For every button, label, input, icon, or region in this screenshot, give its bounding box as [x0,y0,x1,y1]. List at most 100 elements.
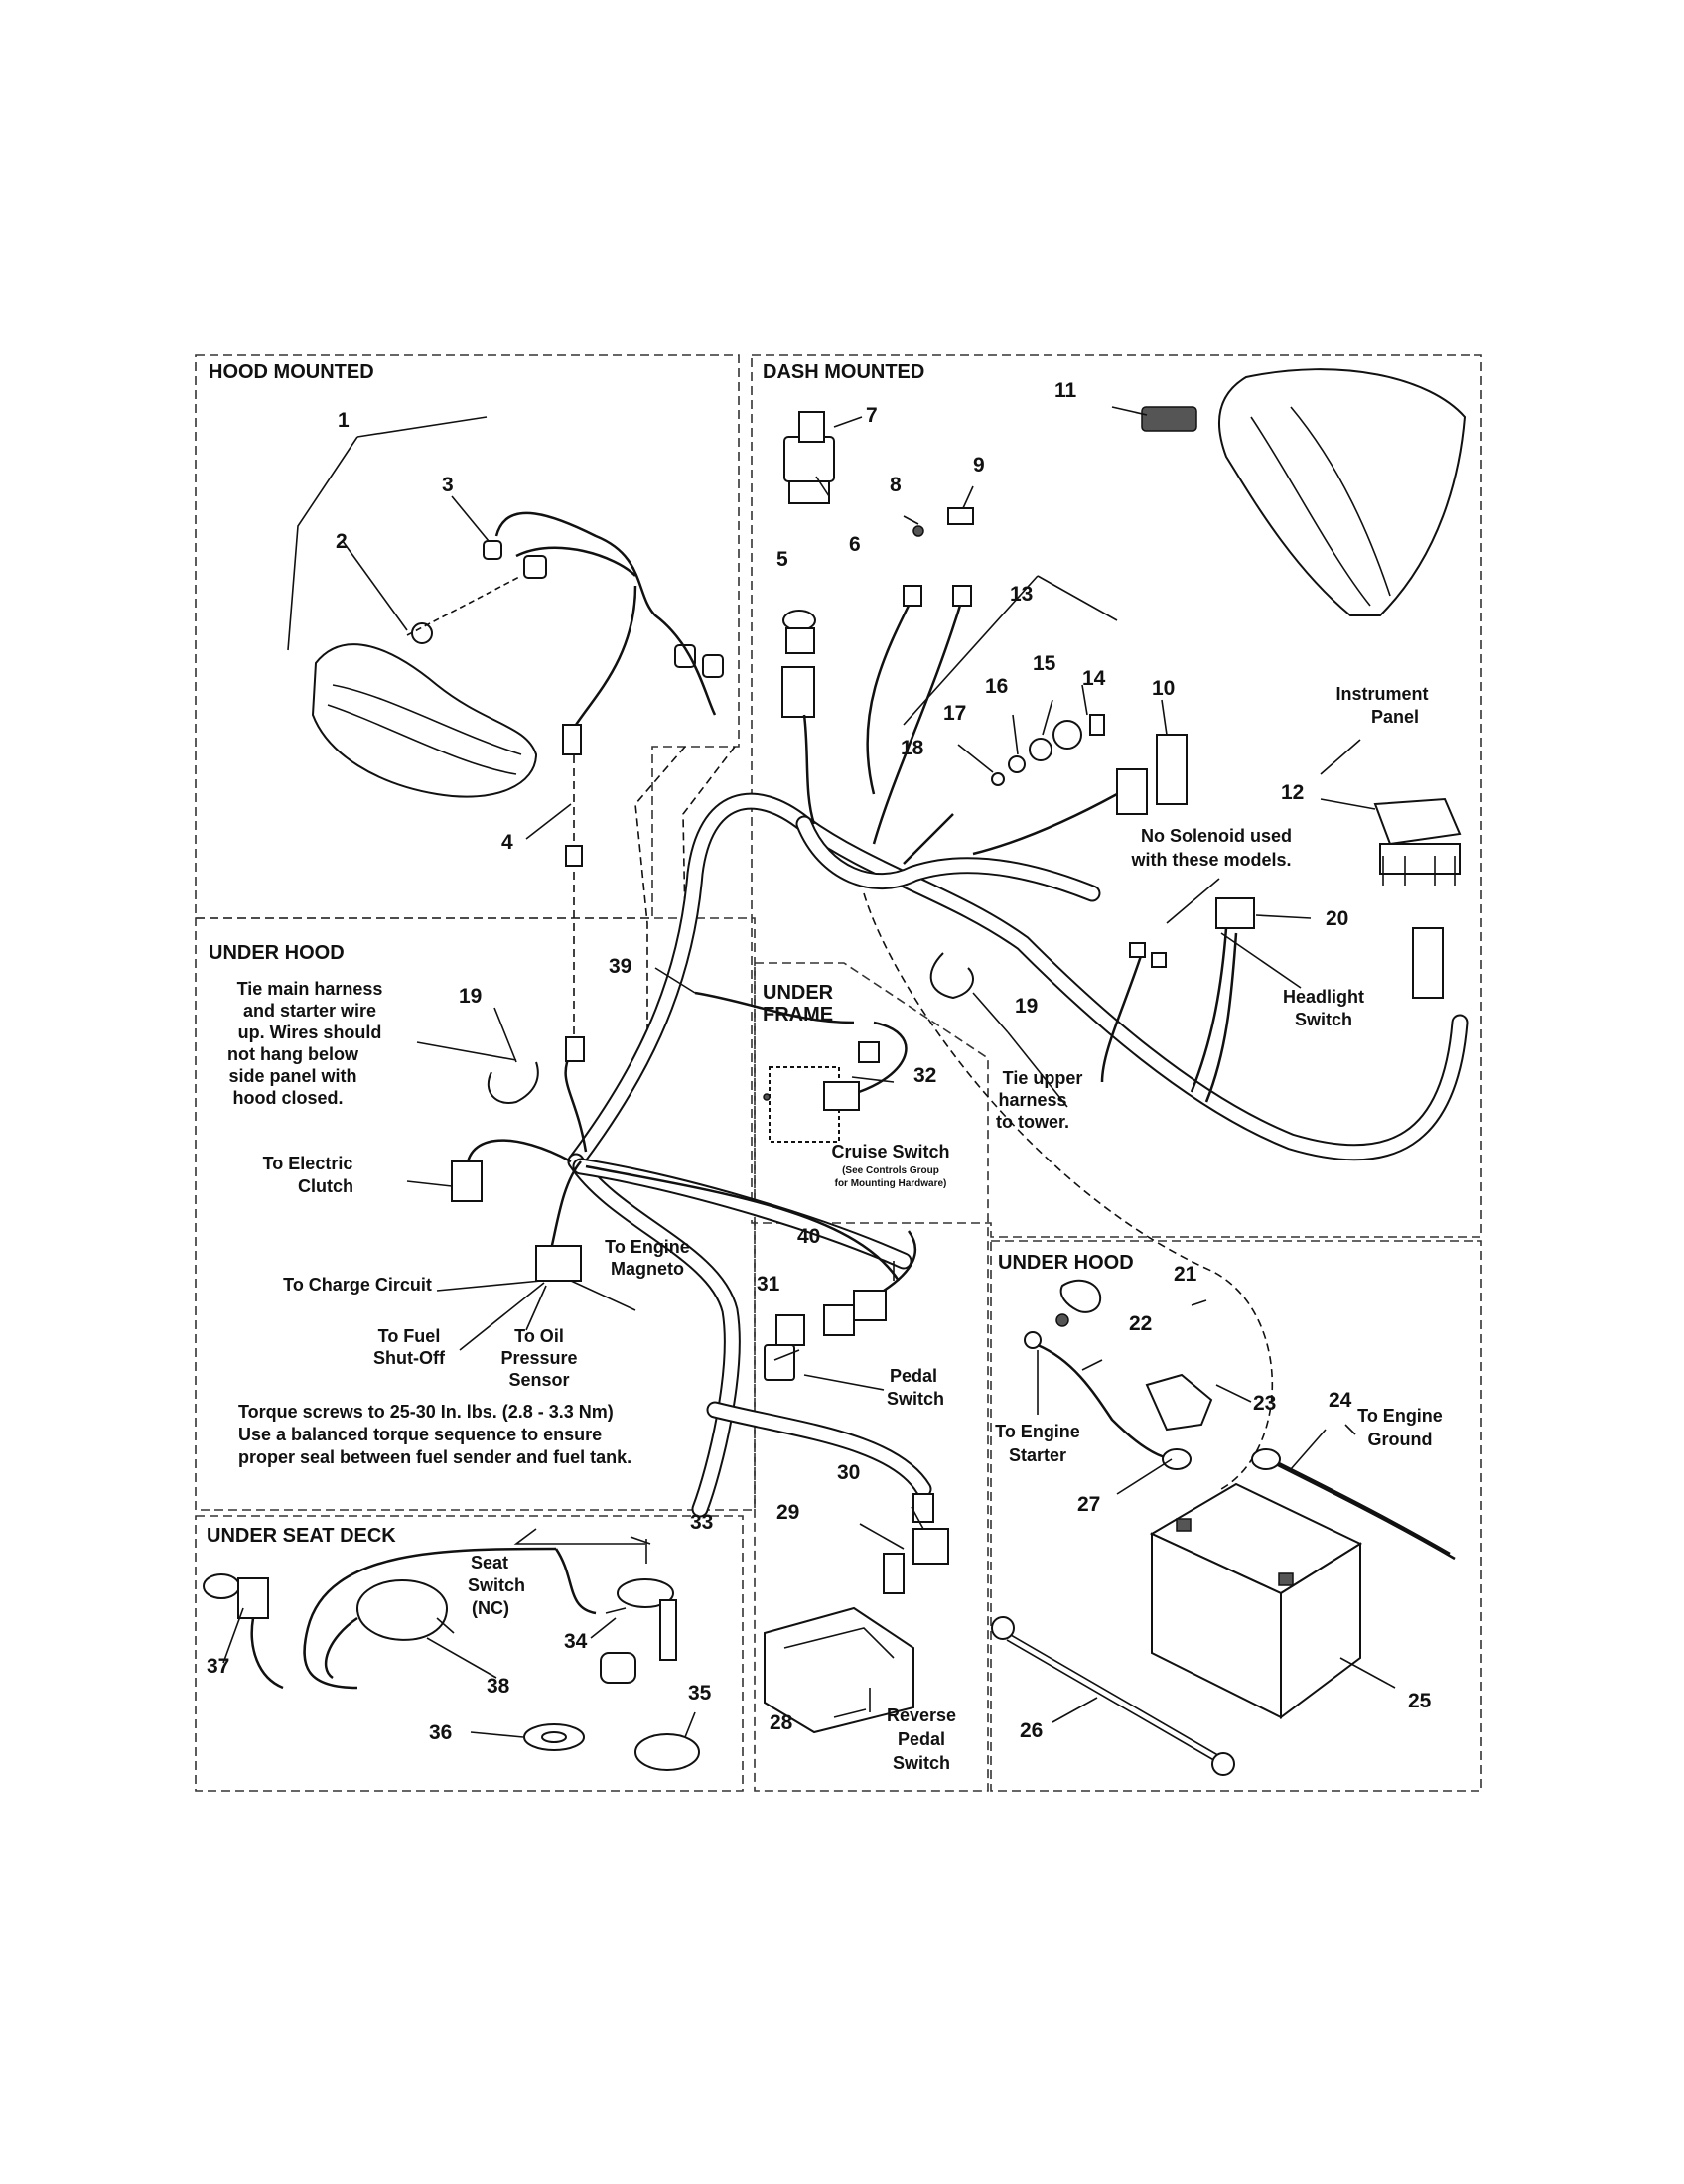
label-oil-pressure-1: To Oil [514,1326,564,1346]
bulb-sockets [483,540,724,678]
clutch-connector [451,1160,483,1202]
callout-20: 20 [1326,907,1348,930]
label-tie-main-4: not hang below [227,1044,359,1064]
callout-17: 17 [943,702,966,725]
battery-25 [1149,1448,1363,1719]
label-seat-switch-3: (NC) [472,1598,509,1618]
fender-outline [634,746,686,1052]
label-headlight-switch-2: Switch [1295,1010,1352,1029]
section-title-under-hood-left: UNDER HOOD [209,942,345,964]
label-headlight-switch-1: Headlight [1283,987,1364,1007]
screw-8 [912,525,924,537]
nut-22 [1055,1313,1069,1327]
callout-26: 26 [1020,1719,1043,1742]
dash-wires [802,585,972,845]
label-tie-upper-2: harness [998,1090,1066,1110]
label-tie-main-2: and starter wire [243,1001,376,1021]
callout-11: 11 [1054,379,1077,402]
label-pedal-switch-1: Pedal [890,1366,937,1386]
callout-19-left: 19 [459,985,482,1008]
gasket-36 [523,1723,585,1751]
pedal-switch-31 [764,1314,805,1381]
callout-40: 40 [797,1225,820,1248]
hood-mounted-box [195,354,740,919]
label-tie-main-5: side panel with [228,1066,356,1086]
callout-34: 34 [564,1630,588,1653]
label-engine-starter-2: Starter [1009,1445,1066,1465]
label-tie-main-1: Tie main harness [237,979,383,999]
label-tie-main-3: up. Wires should [238,1023,382,1042]
label-engine-magneto-1: To Engine [605,1237,690,1257]
label-no-solenoid-2: with these models. [1130,850,1291,870]
label-instrument-panel-2: Panel [1371,707,1419,727]
main-wiring-harness [303,730,1469,1690]
starter-cable [1024,1331,1178,1461]
terminal-boot-21 [1059,1279,1102,1313]
callout-37: 37 [207,1655,229,1678]
ground-cable-24 [1251,1448,1456,1561]
callout-3: 3 [442,474,454,496]
torque-note-line-3: proper seal between fuel sender and fuel… [238,1447,632,1467]
label-cruise-note-2: for Mounting Hardware) [835,1178,947,1189]
label-tie-upper-1: Tie upper [1003,1068,1083,1088]
label-oil-pressure-3: Sensor [508,1370,569,1390]
callout-9: 9 [973,454,985,477]
section-title-dash-mounted: DASH MOUNTED [763,361,924,383]
torque-note: Torque screws to 25-30 In. lbs. (2.8 - 3… [238,1402,632,1467]
callout-16: 16 [985,675,1008,698]
callout-19-right: 19 [1015,995,1038,1018]
tie-strap-upper [929,952,974,1000]
section-boxes [195,354,1482,1792]
label-reverse-pedal-3: Switch [893,1753,950,1773]
callout-1: 1 [338,409,350,432]
ignition-switch [783,411,835,504]
under-frame-box [754,962,989,1792]
reverse-pedal-switch-30 [912,1493,949,1565]
dash-mounted-box [751,354,1482,1238]
label-engine-ground-1: To Engine [1357,1406,1443,1426]
callout-2: 2 [336,530,348,553]
callout-23: 23 [1253,1392,1276,1415]
hood-harness [406,511,717,867]
section-title-hood-mounted: HOOD MOUNTED [209,361,374,383]
under-hood-right-box [990,1240,1482,1792]
label-pedal-switch-2: Switch [887,1389,944,1409]
section-title-under-seat-deck: UNDER SEAT DECK [207,1525,396,1547]
connector-37 [203,1573,284,1690]
callout-25: 25 [1408,1690,1432,1712]
callout-8: 8 [890,474,902,496]
terminal-cover-23 [1145,1373,1213,1432]
callout-30: 30 [837,1461,860,1484]
callout-10: 10 [1152,677,1175,700]
ground-dashline [863,892,1274,1490]
callout-38: 38 [487,1675,510,1698]
under-seat-deck-box [195,1515,744,1792]
connector-40 [823,1230,917,1336]
callout-18: 18 [901,737,924,759]
hood-connector-4 [565,1036,585,1062]
callout-22: 22 [1129,1312,1152,1335]
tie-strap-main [487,1061,539,1104]
section-title-under-frame-2: FRAME [763,1004,833,1025]
label-seat-switch-2: Switch [468,1575,525,1595]
label-reverse-pedal-2: Pedal [898,1729,945,1749]
cruise-switch-32 [763,1021,908,1143]
fender-outline-2 [682,746,736,924]
callout-36: 36 [429,1721,452,1744]
instrument-panel-cover [1141,406,1197,432]
label-no-solenoid-1: No Solenoid used [1141,826,1292,846]
callout-24: 24 [1329,1389,1352,1412]
text-labels: Instrument Panel No Solenoid used with t… [227,684,1429,1390]
label-charge-circuit: To Charge Circuit [283,1275,432,1295]
solenoid-leads [1100,942,1167,1083]
seat-wires [554,1548,627,1615]
headlight-bulb [411,622,433,644]
battery-strap-26 [991,1616,1235,1776]
label-reverse-pedal-1: Reverse [887,1706,956,1725]
label-engine-ground-2: Ground [1368,1430,1433,1449]
label-electric-clutch-1: To Electric [263,1154,353,1173]
section-title-under-hood-right: UNDER HOOD [998,1252,1134,1274]
callout-21: 21 [1174,1263,1197,1286]
instrument-panel-12 [1373,797,1462,875]
callout-28: 28 [770,1711,793,1734]
